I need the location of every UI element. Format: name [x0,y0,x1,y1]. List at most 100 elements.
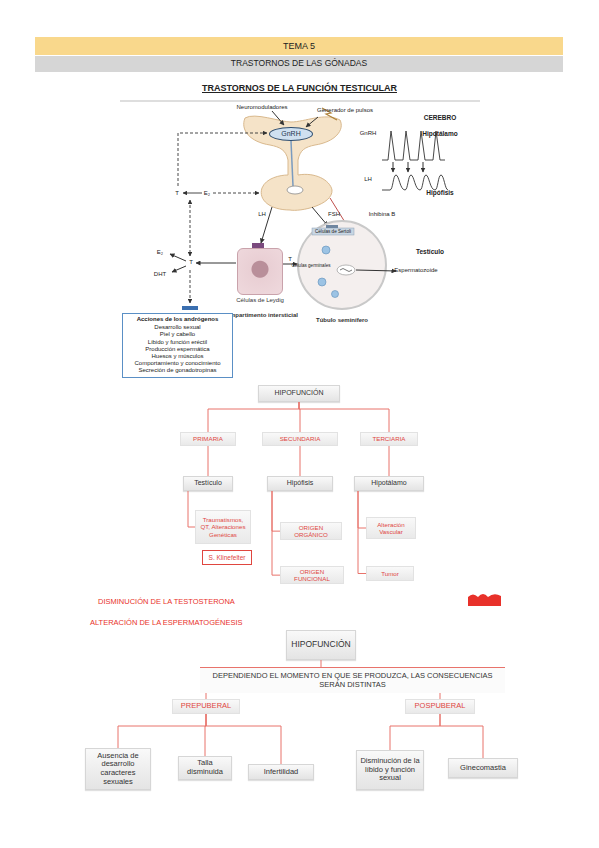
text-group: HIPOFUNCIÓN [291,640,351,650]
arrow [170,254,186,261]
node-text: Disminución de la líbido y función sexua… [359,757,421,783]
text-group: Hipotálamo [371,479,406,487]
node-text: Piel y cabello [160,331,195,338]
cause-box: ORIGEN FUNCIONAL [280,566,344,584]
text-group: Tumor [381,570,399,577]
arrow [393,162,394,172]
text-label: Células germinales [291,264,330,269]
text-label: Hipotálamo [422,131,457,138]
consequence-box: Ginecomastia [448,758,518,778]
text-group: S. Klinefelter [209,554,246,561]
text-group: HIPOFUNCIÓN [275,389,324,397]
node-text: SECUNDARIA [280,435,321,442]
text-label: T [175,190,179,196]
process-box: Hipotálamo [354,476,424,491]
connector [358,491,366,528]
node-text: Hipófisis [287,479,313,487]
connector [206,714,281,764]
connector [389,446,390,476]
header-band: TEMA 5 [35,37,563,55]
process-box: HIPOFUNCIÓN [286,630,356,660]
node-text: Infertilidad [264,768,299,777]
text-group: Acciones de los andrógenosDesarrollo sex… [134,316,220,375]
cause-box: ORIGEN ORGÁNICO [280,522,342,540]
node-text: ORIGEN FUNCIONAL [283,568,341,582]
hormone-ellipse: GnRH [269,127,313,141]
consequence-box: Infertilidad [248,764,314,780]
connector [300,446,301,476]
receptor [182,306,198,310]
node-text: HIPOFUNCIÓN [291,640,351,650]
text-label: Células de Sertoli [315,230,351,235]
category-box: TERCIARIA [360,432,418,446]
text-label: DISMINUCIÓN DE LA TESTOSTERONA [98,598,235,606]
text-label: ALTERACIÓN DE LA ESPERMATOGÉNESIS [90,619,243,627]
text-group: SECUNDARIA [280,435,321,442]
node-text: Alteración Vascular [369,521,413,535]
feedback-line [190,270,191,303]
actions-box: Acciones de los andrógenosDesarrollo sex… [122,313,233,378]
note-box: DEPENDIENDO EL MOMENTO EN QUE SE PRODUZC… [200,667,505,693]
connector [188,491,195,527]
node-text: DEPENDIENDO EL MOMENTO EN QUE SE PRODUZC… [210,672,495,689]
text-group: Talla disminuida [181,759,229,776]
text-label: LH [364,176,372,182]
node-text: POSPUBERAL [415,702,466,711]
node-text: Secreción de gonadotropinas [138,367,216,374]
header-band: TRASTORNOS DE LAS GÓNADAS [35,56,563,72]
cause-box: Alteración Vascular [366,517,416,539]
connector [272,491,280,531]
cause-box: Traumatismos, QT, Alteraciones Genéticas [195,510,251,544]
connector [440,693,441,699]
text-group: DEPENDIENDO EL MOMENTO EN QUE SE PRODUZC… [210,672,495,689]
category-box: POSPUBERAL [405,699,475,714]
connector [205,714,206,756]
text-label: Espermatozoide [394,267,437,273]
arrow [306,117,318,127]
connector [208,446,209,476]
text-label: Testículo [416,249,444,256]
node-text: GnRH [281,130,300,138]
text-label: CEREBRO [424,115,457,122]
page-title: TRASTORNOS DE LA FUNCIÓN TESTICULAR [0,83,599,93]
node-text: Producción espermática [145,346,209,353]
text-label: GnRH [360,130,377,136]
edge-label: T [288,256,292,262]
consequence-box: Ausencia de desarrollo caracteres sexual… [85,748,151,790]
node-text: PREPUBERAL [181,702,231,711]
text-label: Neuromoduladores [236,104,287,110]
connector [118,714,206,748]
arrow [196,263,236,264]
connector [208,402,299,432]
text-group: GnRH [281,130,300,138]
connector [299,402,389,432]
node-text: Hipotálamo [371,479,406,487]
arrow [183,193,202,194]
arrow [272,111,284,125]
feedback-line [178,133,267,186]
text-group: ORIGEN ORGÁNICO [283,524,339,538]
connector [321,660,322,667]
text-group: PRIMARIA [193,435,223,442]
text-group: PREPUBERAL [181,702,231,711]
node-text: TERCIARIA [372,435,405,442]
process-box: HIPOFUNCIÓN [258,385,340,402]
text-group: TEMA 5 [283,41,315,51]
text-label: Hipófisis [426,190,453,197]
node-text: HIPOFUNCIÓN [275,389,324,397]
text-group: Infertilidad [264,768,299,777]
highlight-box: S. Klinefelter [202,550,252,565]
node-text: TEMA 5 [283,41,315,51]
text-group: TRASTORNOS DE LAS GÓNADAS [231,59,367,69]
pituitary-cell [287,186,303,194]
node-text: S. Klinefelter [209,554,246,561]
node-text: Túbulo seminífero [316,317,368,324]
node-text: TRASTORNOS DE LAS GÓNADAS [231,59,367,69]
text-group: Disminución de la líbido y función sexua… [359,757,421,783]
text-label: Generador de pulsos [317,107,373,113]
text-label: T [189,259,193,265]
text-group: POSPUBERAL [415,702,466,711]
node-text: Ausencia de desarrollo caracteres sexual… [88,752,148,787]
connector [390,714,440,750]
